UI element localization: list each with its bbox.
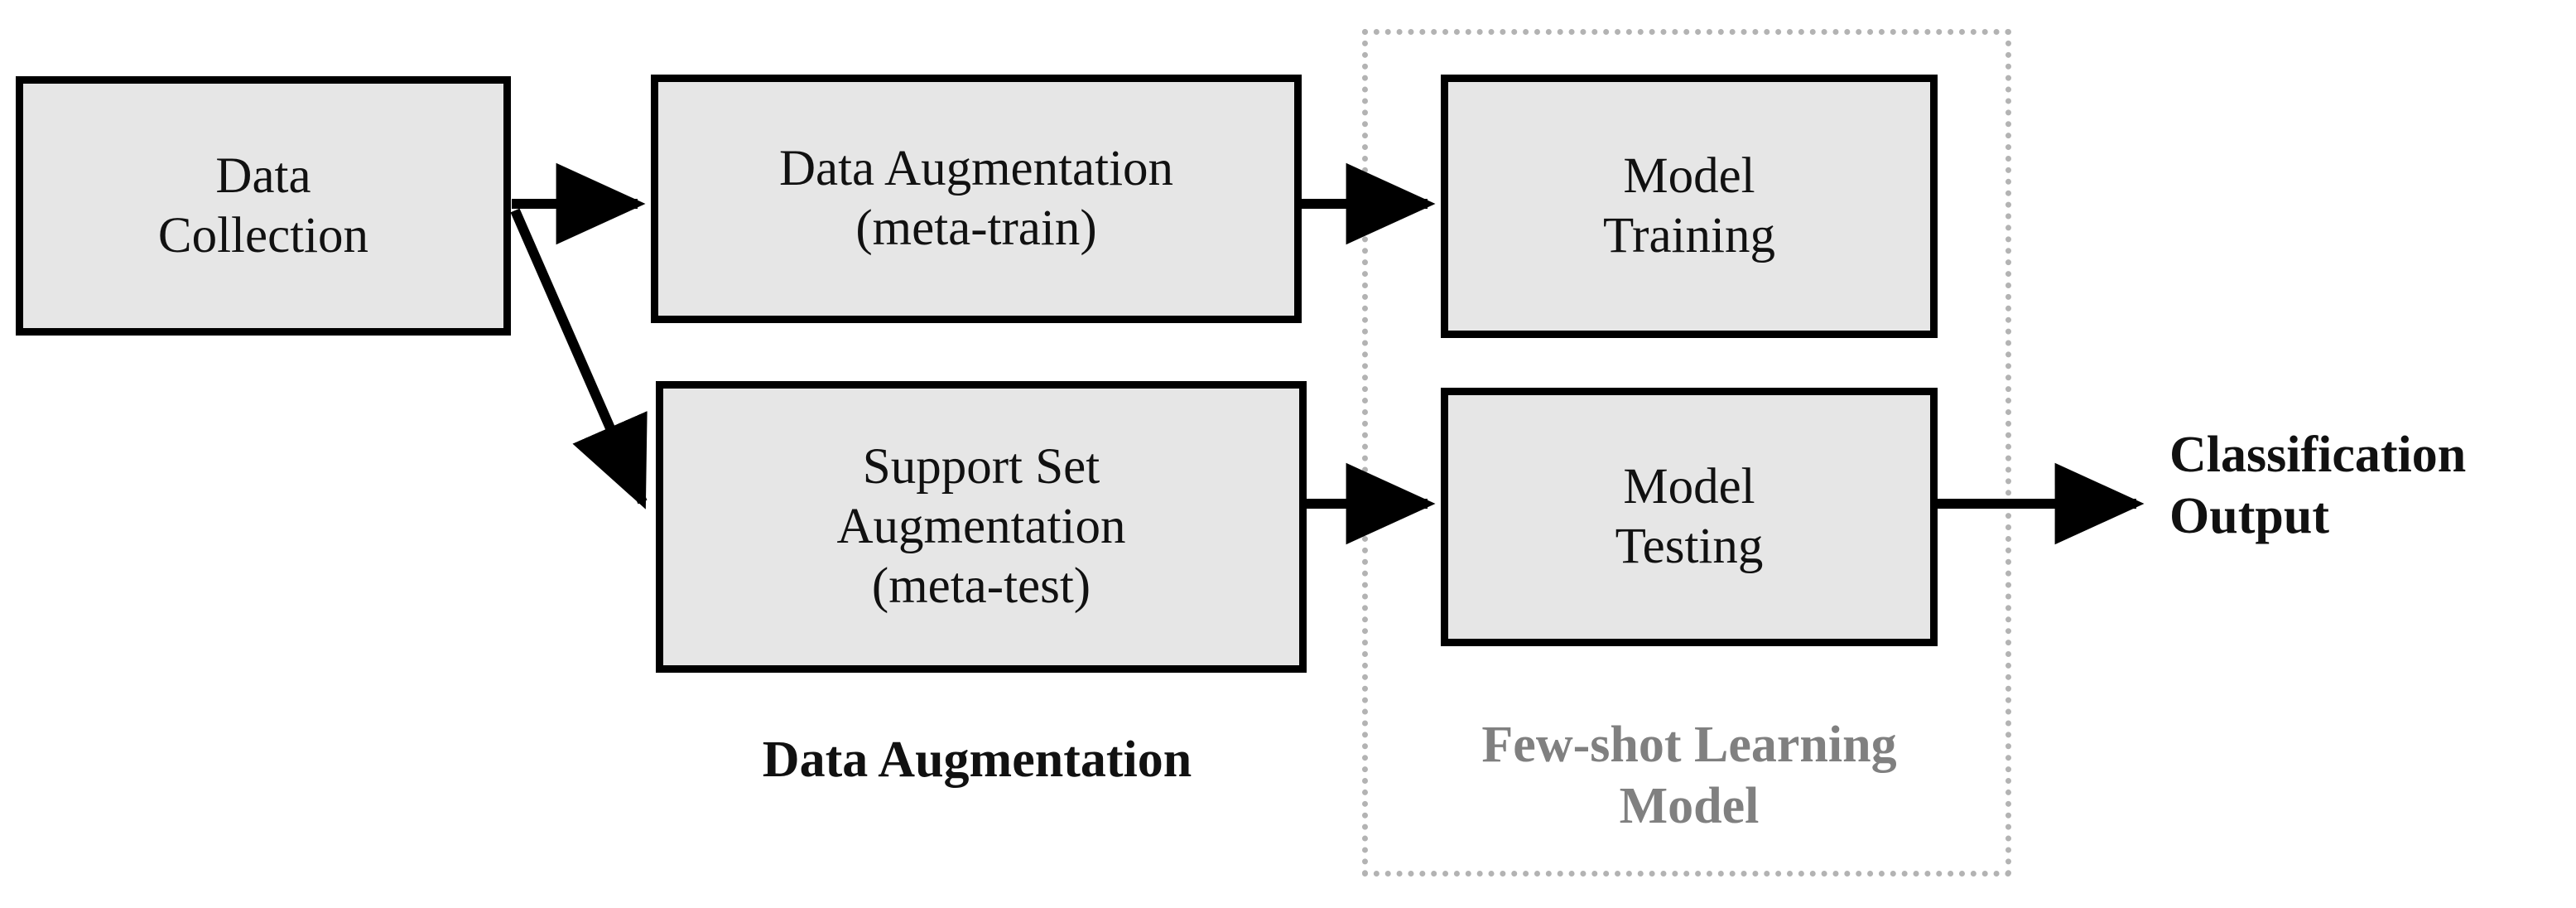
caption-classification-output: Classification Output [2169,427,2467,545]
node-support-set-augmentation-meta-test[interactable]: Support Set Augmentation (meta-test) [656,381,1307,673]
node-model-training-label: Model Training [1603,148,1775,263]
node-support-set-augmentation-meta-test-label: Support Set Augmentation (meta-test) [836,439,1126,614]
node-data-augmentation-meta-train[interactable]: Data Augmentation (meta-train) [651,75,1302,323]
group-boundary-few-shot-learning-model [1362,29,2011,877]
node-model-training[interactable]: Model Training [1441,75,1938,338]
node-model-testing[interactable]: Model Testing [1441,388,1938,646]
caption-few-shot-learning-model: Few-shot Learning Model [1481,717,1897,835]
node-data-augmentation-meta-train-label: Data Augmentation (meta-train) [778,141,1174,256]
arrow-collection-to-support-set [510,208,648,510]
caption-data-augmentation: Data Augmentation [762,732,1192,788]
node-model-testing-label: Model Testing [1615,459,1764,574]
node-data-collection[interactable]: Data Collection [16,76,511,336]
node-data-collection-label: Data Collection [157,147,369,263]
